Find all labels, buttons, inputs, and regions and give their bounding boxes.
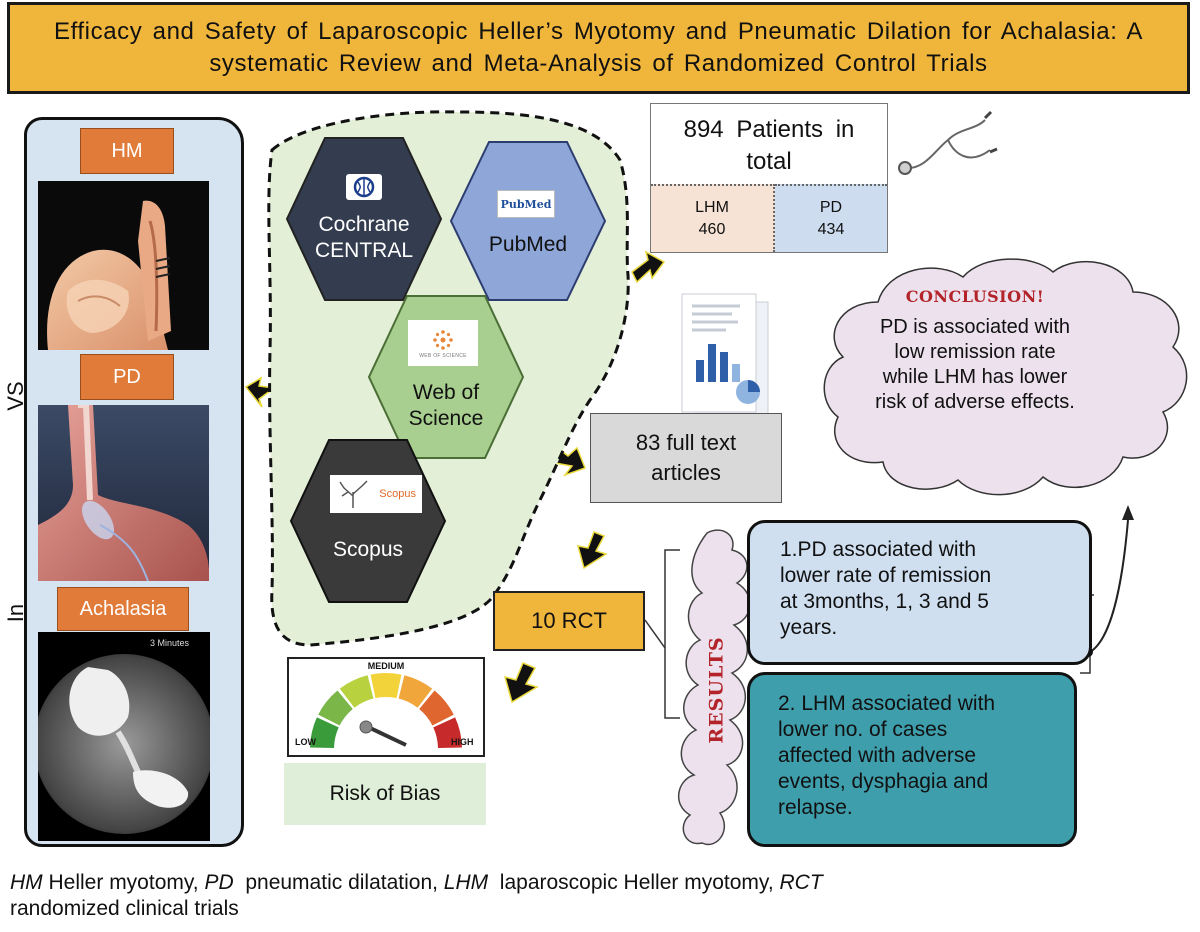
gauge-segment [318,690,353,726]
footnote-lhm-text: laparoscopic Heller myotomy, [488,871,780,894]
result-2-line: relapse. [778,796,853,819]
conclusion-line: low remission rate [894,341,1056,363]
gauge-high-label: HIGH [451,737,474,747]
result-2-line: lower no. of cases [778,718,948,741]
gauge-segment [398,675,433,708]
gauge-low-label: LOW [295,737,316,747]
results-bracket [664,549,680,719]
achalasia-xray [38,632,210,841]
result-2-line: events, dysphagia and [778,770,989,793]
conclusion-title: CONCLUSION! [905,287,1045,306]
hm-tag: HM [80,128,174,174]
risk-of-bias-label: Risk of Bias [284,763,486,825]
arrow-to-rct [576,531,608,570]
result-1-box: 1.PD associated with lower rate of remis… [747,520,1092,665]
title-banner: Efficacy and Safety of Laparoscopic Hell… [7,2,1190,94]
report-document-icon [681,293,769,415]
patients-title-line1: 894 Patients in [683,116,855,143]
rct-to-results-line [644,619,666,649]
pd-count-value: 434 [817,221,845,238]
gauge-needle [367,725,407,747]
patients-title: 894 Patients in total [651,114,887,178]
footnote-rct-abbr: RCT [779,871,823,894]
result-2-line: affected with adverse [778,744,977,767]
fulltext-line2: articles [651,460,721,485]
result-2-box: 2. LHM associated with lower no. of case… [747,672,1077,847]
rct-count-box: 10 RCT [493,591,645,651]
wos-logo: WEB OF SCIENCE [408,320,478,366]
pubmed-hexagon [449,141,607,301]
cochrane-line2: CENTRAL [314,239,414,262]
gauge-segment [310,717,339,748]
scopus-hexagon [289,439,447,603]
pd-count-cell: PD 434 [775,184,887,252]
wos-label: Web of Science [367,380,525,432]
pubmed-logo: PubMed [497,190,555,218]
heller-myotomy-illustration [38,181,209,350]
results-to-conclusion-arrow [1089,519,1129,653]
results-label: RESULTS [706,636,729,744]
footnote-pd-abbr: PD [204,871,234,894]
arrow-to-bias [503,662,539,704]
risk-gauge-dial [310,673,462,748]
conclusion-line: while LHM has lower [882,366,1068,388]
wos-line1: Web of [412,381,480,404]
result-1-line: 1.PD associated with [780,538,977,561]
pd-tag: PD [80,354,174,400]
abbreviation-footnote: HM Heller myotomy, PD pneumatic dilatati… [10,870,1190,922]
scopus-logo-text: Scopus [379,488,416,500]
gauge-medium-label: MEDIUM [367,661,405,671]
wos-globe-icon [433,330,453,350]
pubmed-label: PubMed [488,233,568,256]
stethoscope-icon [898,110,998,175]
lhm-count-cell: LHM 460 [651,184,775,252]
patients-title-line2: total [746,148,792,175]
result-1-line: years. [780,616,838,639]
gauge-segment [419,690,454,726]
result-2-line: 2. LHM associated with [778,692,996,715]
risk-gauge: MEDIUM LOW HIGH [287,657,485,757]
cochrane-line1: Cochrane [318,213,410,236]
wos-logo-text: WEB OF SCIENCE [419,353,467,359]
scopus-logo: Scopus [330,475,422,513]
wos-hexagon [367,295,525,459]
gauge-segment [433,717,462,748]
footnote-hm-text: Heller myotomy, [42,871,205,894]
scopus-label: Scopus [332,538,404,561]
gauge-segment [370,673,402,699]
lhm-count-label: LHM [695,199,729,216]
cochrane-logo [346,174,382,200]
pd-count-label: PD [819,199,843,216]
achalasia-tag: Achalasia [57,587,189,631]
footnote-pd-text: pneumatic dilatation, [233,871,444,894]
gauge-segment [339,675,374,708]
result-1-line: at 3months, 1, 3 and 5 [780,590,989,613]
result-1-line: lower rate of remission [780,564,992,587]
pneumatic-dilation-illustration [38,405,209,581]
conclusion-line: risk of adverse effects. [875,391,1075,413]
conclusion-cloud [823,258,1188,496]
footnote-hm-abbr: HM [10,871,43,894]
gauge-hub [359,720,373,734]
conclusion-line: PD is associated with [879,316,1071,338]
arrow-to-patients [631,250,666,284]
page-title: Efficacy and Safety of Laparoscopic Hell… [53,18,1144,77]
fulltext-line1: 83 full text [635,430,737,455]
cochrane-hexagon [285,137,443,301]
wos-line2: Science [408,407,484,430]
conclusion-text: PD is associated with low remission rate… [855,315,1095,415]
cochrane-label: Cochrane CENTRAL [285,212,443,264]
patients-summary: 894 Patients in total LHM 460 PD 434 [650,103,888,253]
footnote-lhm-abbr: LHM [443,871,489,894]
footnote-rct-text: randomized clinical trials [10,897,239,920]
scopus-tree-icon [339,480,368,508]
fulltext-articles-box: 83 full text articles [590,413,782,503]
xray-caption: 3 Minutes [150,638,190,648]
lhm-count-value: 460 [698,221,726,238]
